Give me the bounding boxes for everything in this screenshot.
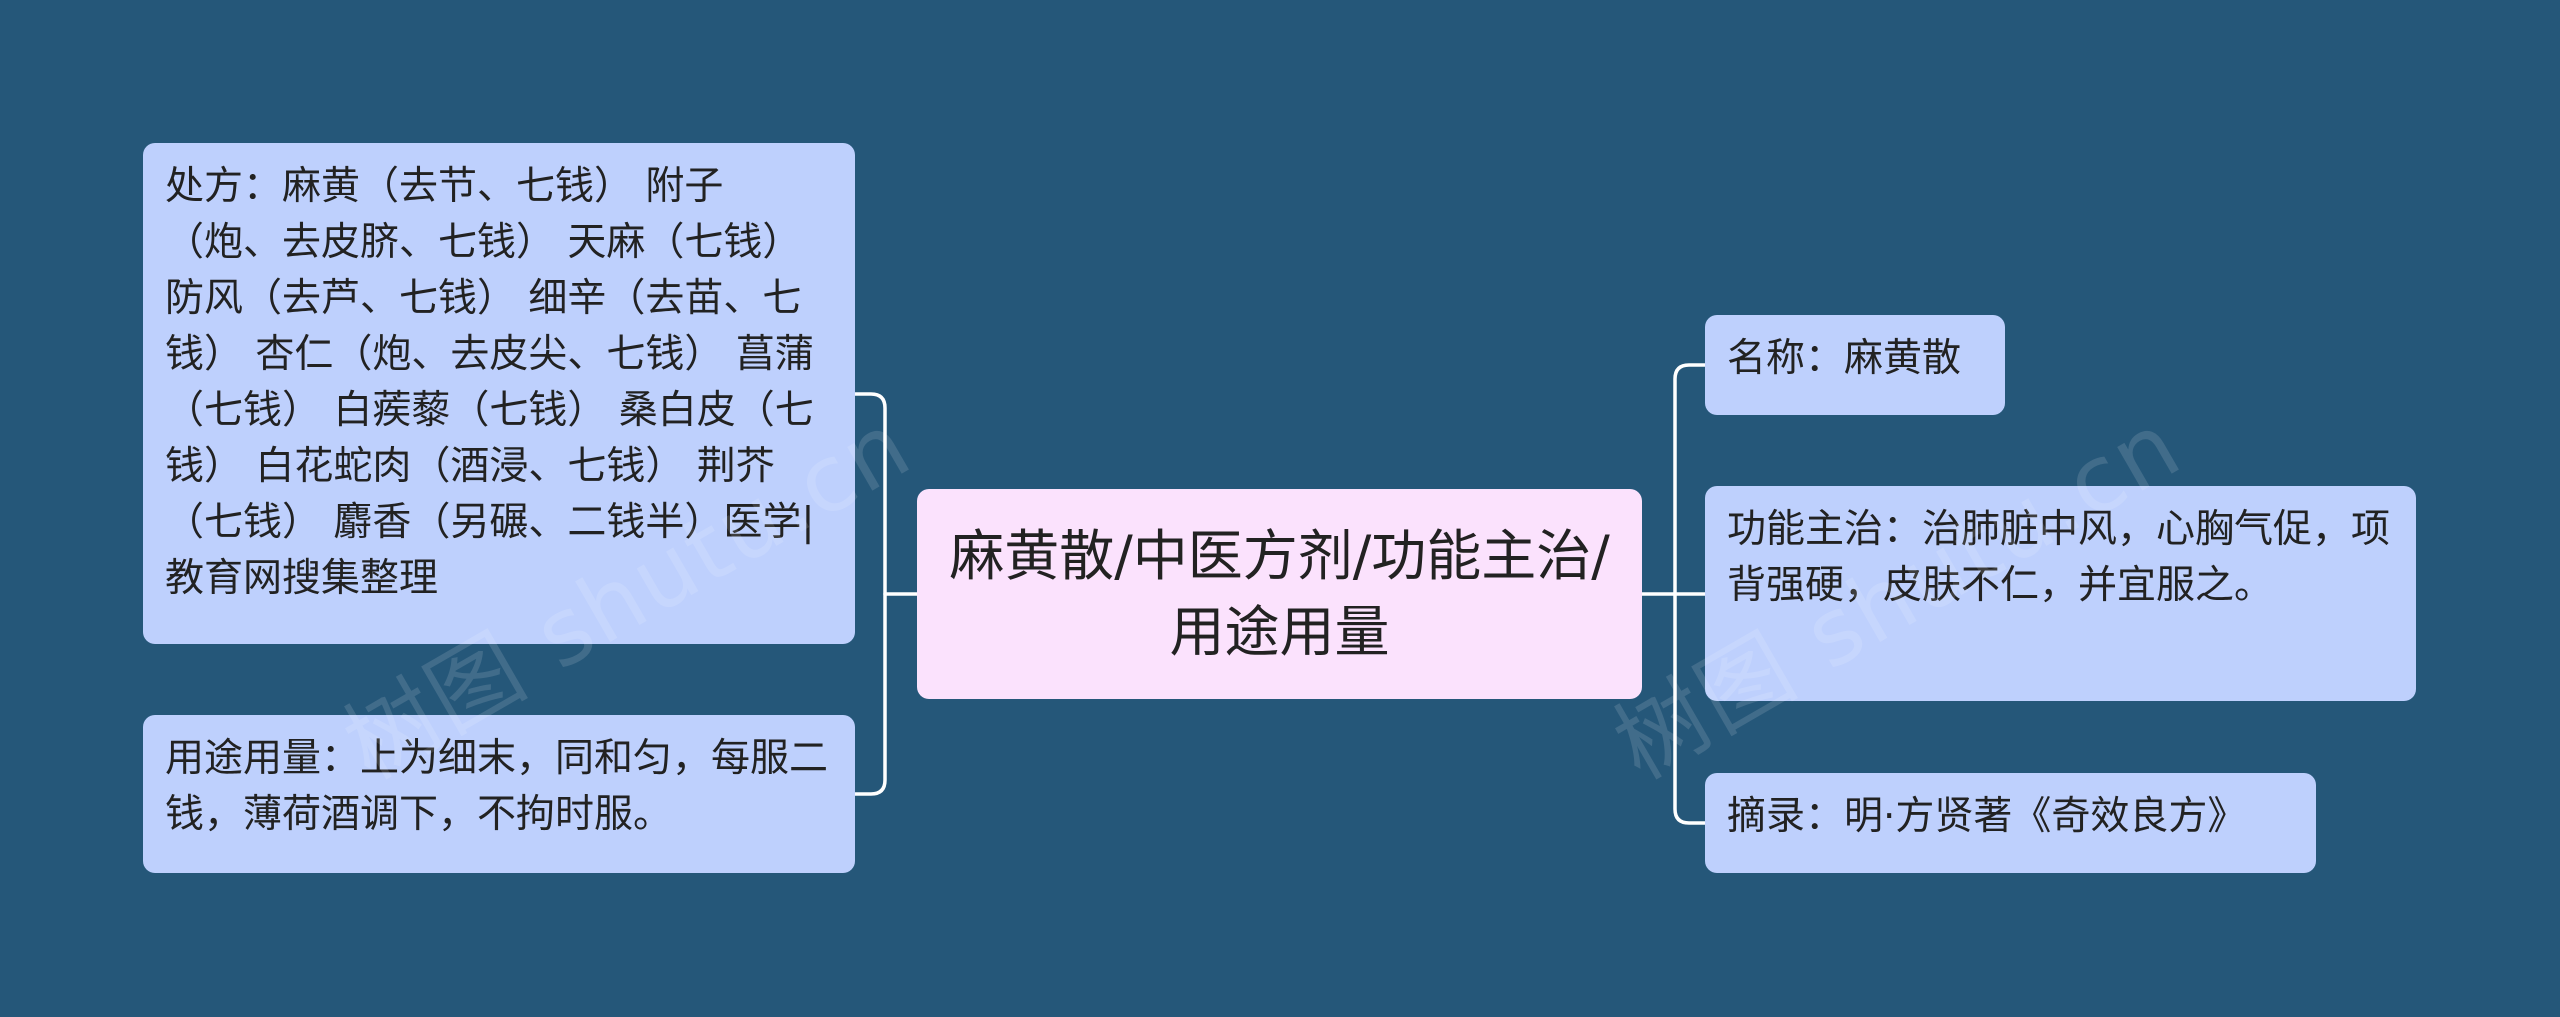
branch-name[interactable]: 名称：麻黄散 — [1705, 315, 2005, 415]
branch-source-excerpt[interactable]: 摘录：明·方贤著《奇效良方》 — [1705, 773, 2316, 873]
branch-usage-dosage[interactable]: 用途用量：上为细末，同和匀，每服二钱，薄荷酒调下，不拘时服。 — [143, 715, 855, 873]
branch-prescription[interactable]: 处方：麻黄（去节、七钱） 附子（炮、去皮脐、七钱） 天麻（七钱） 防风（去芦、七… — [143, 143, 855, 644]
central-topic-label: 麻黄散/中医方剂/功能主治/用途用量 — [949, 524, 1610, 664]
central-topic[interactable]: 麻黄散/中医方剂/功能主治/用途用量 — [917, 489, 1642, 699]
branch-function-indication[interactable]: 功能主治：治肺脏中风，心胸气促，项背强硬，皮肤不仁，并宜服之。 — [1705, 486, 2416, 701]
